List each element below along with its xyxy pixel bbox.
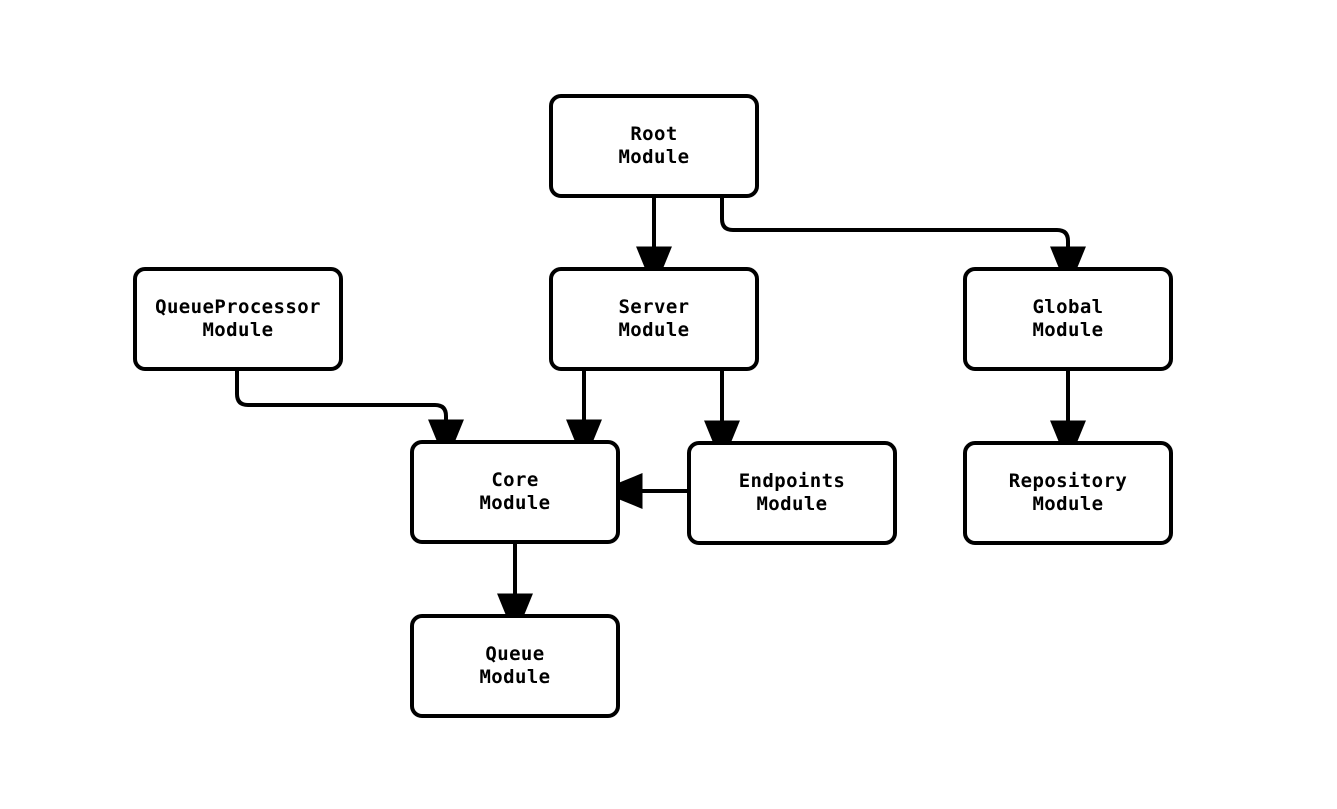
node-queueprocessor-module-label-line2: Module xyxy=(202,319,274,341)
node-queue-module-label-line2: Module xyxy=(479,666,551,688)
edge-root-to-global xyxy=(720,198,1086,291)
node-server-module[interactable]: Server Module xyxy=(549,267,759,371)
node-endpoints-module-label-line1: Endpoints xyxy=(738,470,846,492)
node-repository-module-label-line2: Module xyxy=(1032,493,1104,515)
node-endpoints-module[interactable]: Endpoints Module xyxy=(687,441,897,545)
node-root-module-label-line2: Module xyxy=(618,146,690,168)
node-queue-module-label-line1: Queue xyxy=(485,643,545,665)
edge-queueprocessor-to-core xyxy=(235,371,464,464)
node-core-module-label-line1: Core xyxy=(491,469,539,491)
node-queue-module[interactable]: Queue Module xyxy=(410,614,620,718)
node-server-module-label-line2: Module xyxy=(618,319,690,341)
node-core-module[interactable]: Core Module xyxy=(410,440,620,544)
node-queueprocessor-module-label-line1: QueueProcessor xyxy=(155,296,321,318)
node-endpoints-module-label-line2: Module xyxy=(756,493,828,515)
node-root-module[interactable]: Root Module xyxy=(549,94,759,198)
node-repository-module[interactable]: Repository Module xyxy=(963,441,1173,545)
node-global-module-label-line1: Global xyxy=(1032,296,1104,318)
node-core-module-label-line2: Module xyxy=(479,492,551,514)
node-root-module-label-line1: Root xyxy=(630,123,678,145)
node-queueprocessor-module[interactable]: QueueProcessor Module xyxy=(133,267,343,371)
node-global-module[interactable]: Global Module xyxy=(963,267,1173,371)
node-server-module-label-line1: Server xyxy=(618,296,690,318)
node-global-module-label-line2: Module xyxy=(1032,319,1104,341)
node-repository-module-label-line1: Repository xyxy=(1008,470,1128,492)
